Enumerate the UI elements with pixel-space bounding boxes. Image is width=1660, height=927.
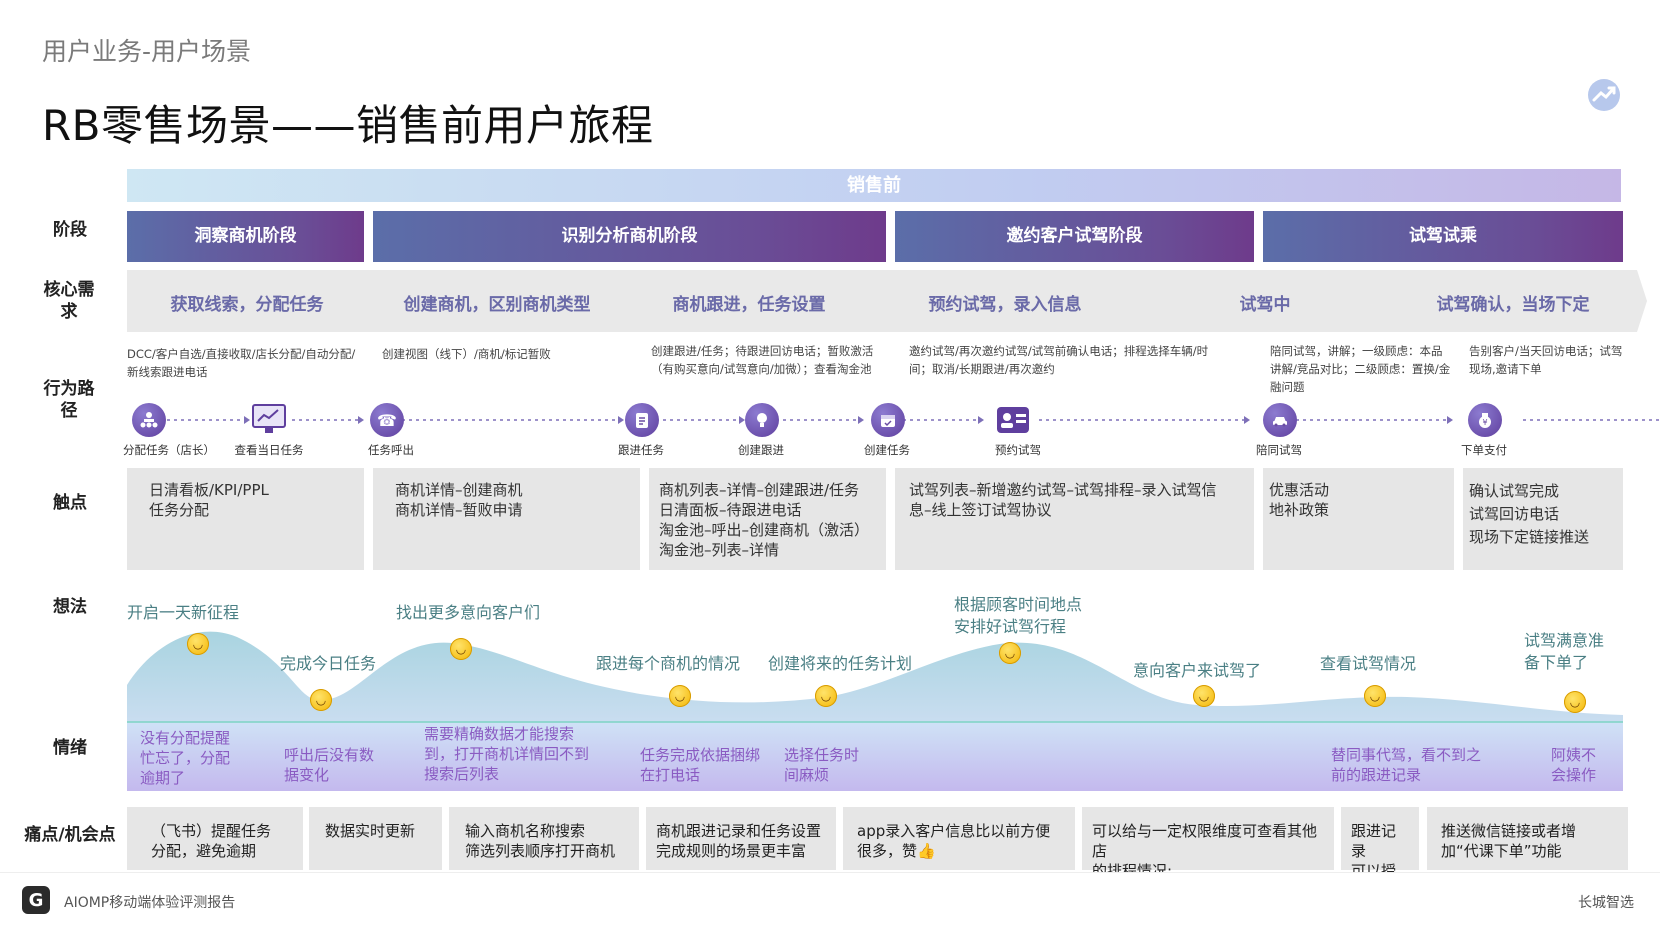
action-label-9: 下单支付 xyxy=(1461,443,1507,457)
behavior-desc-5: 陪同试驾，讲解；一级顾虑：本品讲解/竞品对比；二级顾虑：置换/金融问题 xyxy=(1270,344,1451,394)
emoji-smile-icon: ◡ xyxy=(1364,685,1386,707)
row-label-behavior: 行为路径 xyxy=(43,379,95,421)
action-label-8: 陪同试驾 xyxy=(1256,443,1302,457)
emotion-5: 选择任务时 间麻烦 xyxy=(784,746,860,784)
emotion-6: 替同事代驾，看不到之 前的跟进记录 xyxy=(1331,746,1482,784)
needs-chevrons xyxy=(127,270,1647,332)
pain-point-7: 跟进记录 可以授权 xyxy=(1341,807,1419,900)
touchpoint-3: 商机列表–详情–创建跟进/任务 日清面板–待跟进电话 淘金池–呼出–创建商机（激… xyxy=(649,468,886,570)
phase-band: 销售前 xyxy=(127,169,1621,202)
behavior-desc-1: DCC/客户自选/直接收取/店长分配/自动分配/新线索跟进电话 xyxy=(127,347,356,379)
action-label-2: 查看当日任务 xyxy=(234,443,304,457)
pain-point-3: 输入商机名称搜索 筛选列表顺序打开商机 xyxy=(449,807,639,870)
emotion-7: 阿姨不 会操作 xyxy=(1551,746,1597,784)
thought-2: 完成今日任务 xyxy=(280,654,377,673)
need-6: 试驾确认，当场下定 xyxy=(1436,295,1590,315)
action-label-5: 创建跟进 xyxy=(738,443,784,457)
emoji-happy-icon: ◡ xyxy=(450,638,472,660)
thought-8: 查看试驾情况 xyxy=(1320,654,1417,673)
action-label-6: 创建任务 xyxy=(864,443,910,457)
need-4: 预约试驾，录入信息 xyxy=(928,295,1082,315)
need-2: 创建商机，区别商机类型 xyxy=(403,295,591,315)
emotion-curve xyxy=(127,631,1623,791)
action-label-4: 跟进任务 xyxy=(618,443,664,457)
calendar-icon[interactable] xyxy=(871,403,905,437)
thought-7: 意向客户来试驾了 xyxy=(1133,661,1262,680)
action-label-7: 预约试驾 xyxy=(995,443,1041,457)
thought-6: 根据顾客时间地点 安排好试驾行程 xyxy=(954,595,1083,636)
stage-test-drive: 试驾试乘 xyxy=(1263,211,1623,262)
emoji-smile-icon: ◡ xyxy=(669,685,691,707)
behavior-desc-4: 邀约试驾/再次邀约试驾/试驾前确认电话；排程选择车辆/时间；取消/长期跟进/再次… xyxy=(909,344,1209,376)
footer xyxy=(0,872,1660,927)
id-card-icon[interactable] xyxy=(996,405,1030,435)
pain-point-5: app录入客户信息比以前方便 很多，赞👍 xyxy=(843,807,1075,870)
pain-point-4: 商机跟进记录和任务设置 完成规则的场景更丰富 xyxy=(646,807,836,870)
action-label-3: 任务呼出 xyxy=(368,443,414,457)
row-label-touch: 触点 xyxy=(53,493,87,513)
behavior-desc-6: 告别客户/当天回访电话；试驾现场,邀请下单 xyxy=(1469,344,1623,376)
behavior-desc-2: 创建视图（线下）/商机/标记暂败 xyxy=(382,347,551,361)
behavior-desc-3: 创建跟进/任务；待跟进回访电话；暂败激活（有购买意向/试驾意向/加微）；查看淘金… xyxy=(651,344,874,376)
pain-point-8: 推送微信链接或者增 加“代课下单”功能 xyxy=(1427,807,1628,870)
emotion-4: 任务完成依据捆绑 在打电话 xyxy=(640,746,761,784)
row-label-needs: 核心需求 xyxy=(43,280,95,322)
trend-logo-icon xyxy=(1587,78,1621,112)
emotion-1: 没有分配提醒 忙忘了，分配 逾期了 xyxy=(140,729,231,787)
behavior-path-line xyxy=(167,416,1660,424)
car-icon[interactable] xyxy=(1263,403,1297,437)
emotion-2: 呼出后没有数 据变化 xyxy=(284,746,375,784)
dashboard-icon[interactable] xyxy=(251,403,287,435)
need-3: 商机跟进，任务设置 xyxy=(672,295,826,315)
emoji-smile-icon: ◡ xyxy=(310,689,332,711)
phone-icon[interactable]: ☎ xyxy=(370,403,404,437)
touchpoint-4: 试驾列表–新增邀约试驾–试驾排程–录入试驾信息–线上签订试驾协议 xyxy=(895,468,1254,570)
need-5: 试驾中 xyxy=(1239,295,1291,315)
emotion-3: 需要精确数据才能搜索 到，打开商机详情回不到 搜索后列表 xyxy=(424,725,590,783)
pain-point-2: 数据实时更新 xyxy=(309,807,442,870)
clipboard-icon[interactable] xyxy=(625,403,659,437)
svg-text:¥: ¥ xyxy=(1482,418,1487,427)
row-label-thought: 想法 xyxy=(53,597,87,617)
emoji-smile-icon: ◡ xyxy=(815,685,837,707)
footer-report-name: AIOMP移动端体验评测报告 xyxy=(64,895,236,911)
stage-invite: 邀约客户试驾阶段 xyxy=(895,211,1254,262)
footer-brand: 长城智选 xyxy=(1578,895,1634,911)
emoji-smile-icon: ◡ xyxy=(1193,685,1215,707)
lightbulb-icon[interactable] xyxy=(745,403,779,437)
thought-1: 开启一天新征程 xyxy=(127,603,240,622)
page-subtitle: 用户业务-用户场景 xyxy=(42,37,252,66)
thought-9: 试驾满意准 备下单了 xyxy=(1524,631,1605,672)
touchpoint-6: 确认试驾完成 试驾回访电话 现场下定链接推送 xyxy=(1463,468,1623,570)
touchpoint-5: 优惠活动 地补政策 xyxy=(1263,468,1454,570)
touchpoint-1: 日清看板/KPI/PPL 任务分配 xyxy=(127,468,364,570)
emoji-happy-icon: ◡ xyxy=(187,633,209,655)
page-title: RB零售场景——销售前用户旅程 xyxy=(42,101,654,150)
thought-3: 找出更多意向客户们 xyxy=(396,603,541,622)
touchpoint-2: 商机详情–创建商机 商机详情–暂败申请 xyxy=(373,468,640,570)
emoji-smile-icon: ◡ xyxy=(1564,691,1586,713)
team-icon[interactable] xyxy=(132,403,166,437)
thought-5: 创建将来的任务计划 xyxy=(768,654,913,673)
pain-point-1: （飞书）提醒任务 分配，避免逾期 xyxy=(127,807,303,870)
row-label-stage: 阶段 xyxy=(53,220,87,240)
need-1: 获取线索，分配任务 xyxy=(170,295,324,315)
stage-identify: 识别分析商机阶段 xyxy=(373,211,886,262)
stage-insight: 洞察商机阶段 xyxy=(127,211,364,262)
money-bag-icon[interactable]: ¥ xyxy=(1468,403,1502,437)
action-label-1: 分配任务（店长） xyxy=(123,443,215,457)
thought-4: 跟进每个商机的情况 xyxy=(596,654,741,673)
row-label-pain: 痛点/机会点 xyxy=(24,825,116,845)
row-label-emotion: 情绪 xyxy=(53,738,87,758)
brand-logo-icon: G xyxy=(22,886,50,914)
emoji-happy-icon: ◡ xyxy=(999,642,1021,664)
pain-point-6: 可以给与一定权限维度可查看其他店 的排程情况; xyxy=(1082,807,1334,880)
